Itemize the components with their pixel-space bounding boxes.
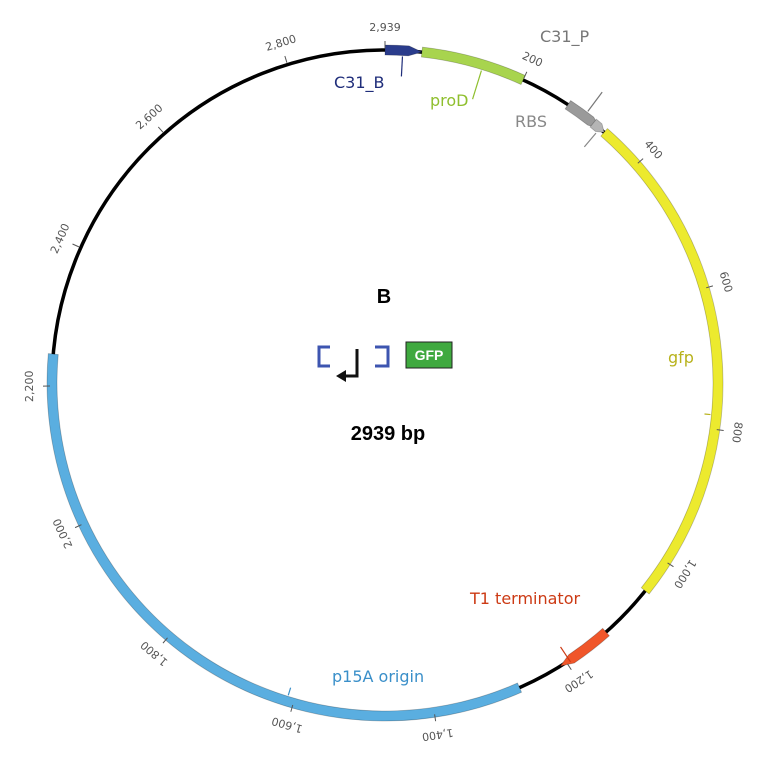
tick-mark (716, 429, 724, 432)
tick-label: 800 (729, 421, 745, 444)
feature-p15a-origin (46, 353, 523, 722)
feature-gfp (600, 127, 724, 595)
feature-t1-terminator (559, 627, 610, 667)
tick-label: 200 (520, 49, 545, 70)
feature-label-p15a-origin: p15A origin (332, 667, 424, 686)
tick-mark (72, 243, 80, 248)
tick-mark (667, 562, 674, 568)
tick-label: 2,800 (264, 32, 298, 54)
label-leader (400, 56, 404, 77)
gfp-box-label: GFP (415, 347, 444, 363)
tick-label: 400 (641, 138, 665, 162)
label-leader (583, 132, 597, 148)
left-bracket-icon (317, 345, 330, 368)
feature-label-c31-b: C31_B (334, 73, 385, 93)
feature-layer (46, 44, 724, 722)
tick-label: 1,600 (270, 714, 304, 735)
tick-label: 2,200 (23, 370, 36, 402)
tick-mark (637, 158, 644, 164)
tick-label: 2,400 (48, 222, 73, 256)
feature-rbs (589, 118, 605, 133)
label-leader (587, 91, 603, 112)
plasmid-size-label: 2939 bp (351, 423, 425, 445)
tick-label: 2,000 (50, 516, 75, 550)
tick-label: 2,600 (133, 102, 165, 133)
tick-mark (567, 663, 572, 671)
plasmid-title: B (377, 286, 391, 308)
label-leader (560, 646, 572, 663)
tick-label: 1,400 (421, 726, 454, 744)
tick-mark (74, 524, 82, 529)
tick-label: 600 (717, 270, 735, 294)
tick-label: 2,939 (369, 21, 401, 34)
feature-label-prod: proD (430, 91, 469, 110)
feature-prod (420, 46, 526, 86)
feature-c31-b (384, 44, 424, 57)
label-leader (704, 413, 711, 416)
promoter-icon (336, 349, 359, 382)
label-layer: C31_B proD C31_P RBS gfp T1 terminator p15A or… (287, 27, 711, 696)
tick-mark (706, 285, 714, 289)
feature-label-rbs: RBS (515, 112, 547, 131)
feature-label-c31-p: C31_P (540, 27, 590, 47)
tick-mark (434, 714, 437, 722)
tick-mark (290, 704, 294, 712)
tick-mark (523, 71, 528, 79)
gfp-box: GFP (405, 341, 453, 369)
label-leader (471, 70, 482, 100)
tick-label: 1,000 (671, 557, 699, 591)
tick-label: 1,800 (138, 638, 170, 668)
right-bracket-icon (375, 345, 390, 368)
tick-mark (284, 55, 288, 63)
tick-mark (157, 126, 164, 133)
tick-layer: 200 400 600 800 1,000 1,200 1,400 1,600 1,800 2,0… (23, 21, 745, 743)
label-leader (287, 687, 292, 696)
feature-label-t1-terminator: T1 terminator (469, 589, 580, 608)
tick-mark (162, 637, 168, 644)
tick-label: 1,200 (562, 667, 595, 695)
feature-label-gfp: gfp (668, 348, 694, 367)
